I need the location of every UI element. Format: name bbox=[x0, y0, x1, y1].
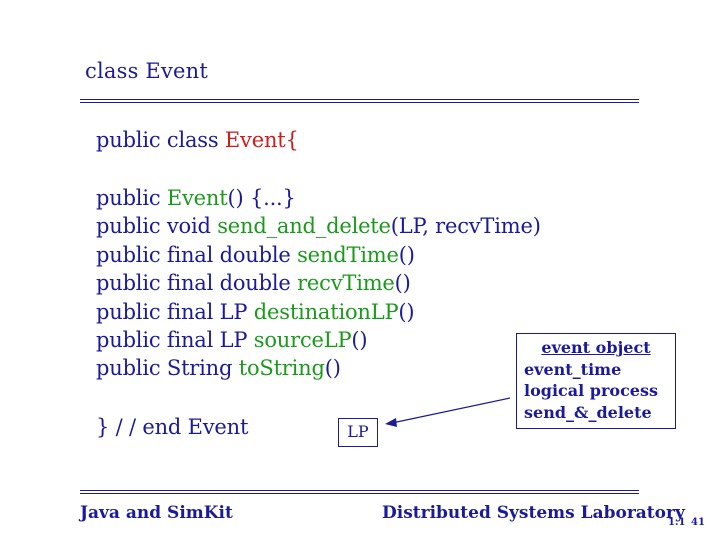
code-line-send-and-delete: public void send_and_delete(LP, recvTime… bbox=[96, 214, 541, 238]
footer-rule-bottom bbox=[80, 493, 639, 494]
event-object-item: logical process bbox=[524, 381, 658, 400]
code-text: public bbox=[96, 186, 167, 210]
code-text: public class bbox=[96, 128, 225, 152]
event-object-item: event_time bbox=[524, 359, 622, 379]
page-section-number: 1.1 bbox=[668, 517, 686, 528]
event-object-box: event object event_time logical process … bbox=[516, 333, 676, 429]
code-text: public final double bbox=[96, 271, 298, 295]
event-object-item: send_&_delete bbox=[524, 402, 652, 422]
class-name: Event bbox=[224, 128, 286, 152]
code-line-end: } / / end Event bbox=[96, 415, 249, 439]
code-line-send-time: public final double sendTime() bbox=[96, 243, 415, 267]
footer-right: Distributed Systems Laboratory bbox=[382, 503, 685, 523]
code-text: public void bbox=[96, 214, 218, 238]
code-text: () {...} bbox=[227, 186, 296, 210]
code-line-class-decl: public class Event{ bbox=[96, 128, 299, 152]
code-line-recv-time: public final double recvTime() bbox=[96, 271, 411, 295]
code-text: public final double bbox=[96, 243, 298, 267]
code-line-constructor: public Event() {...} bbox=[96, 186, 296, 210]
method-name: recvTime bbox=[297, 271, 395, 295]
code-text: public final LP bbox=[96, 328, 254, 352]
method-name: send_and_delete bbox=[217, 214, 391, 238]
footer-left: Java and SimKit bbox=[80, 503, 233, 523]
title-rule-top bbox=[80, 99, 639, 100]
page-number: 41 bbox=[691, 517, 705, 528]
constructor-name: Event bbox=[166, 186, 228, 210]
title-rule-bottom bbox=[80, 102, 639, 103]
event-object-heading: event object bbox=[541, 338, 651, 357]
brace: { bbox=[285, 128, 299, 152]
slide-title: class Event bbox=[85, 59, 209, 83]
method-name: sourceLP bbox=[253, 328, 352, 352]
code-text: () bbox=[351, 328, 368, 352]
code-text: () bbox=[394, 271, 411, 295]
code-line-source-lp: public final LP sourceLP() bbox=[96, 328, 368, 352]
code-line-to-string: public String toString() bbox=[96, 356, 341, 380]
code-text: public final LP bbox=[96, 300, 254, 324]
method-name: sendTime bbox=[297, 243, 399, 267]
method-name: destinationLP bbox=[253, 300, 399, 324]
code-text: public String bbox=[96, 356, 239, 380]
code-text: () bbox=[398, 300, 415, 324]
lp-box: LP bbox=[338, 418, 378, 447]
method-name: toString bbox=[238, 356, 325, 380]
footer-rule-top bbox=[80, 490, 639, 491]
code-text: () bbox=[398, 243, 415, 267]
code-text: () bbox=[324, 356, 341, 380]
code-line-destination-lp: public final LP destinationLP() bbox=[96, 300, 415, 324]
code-text: (LP, recvTime) bbox=[390, 214, 541, 238]
